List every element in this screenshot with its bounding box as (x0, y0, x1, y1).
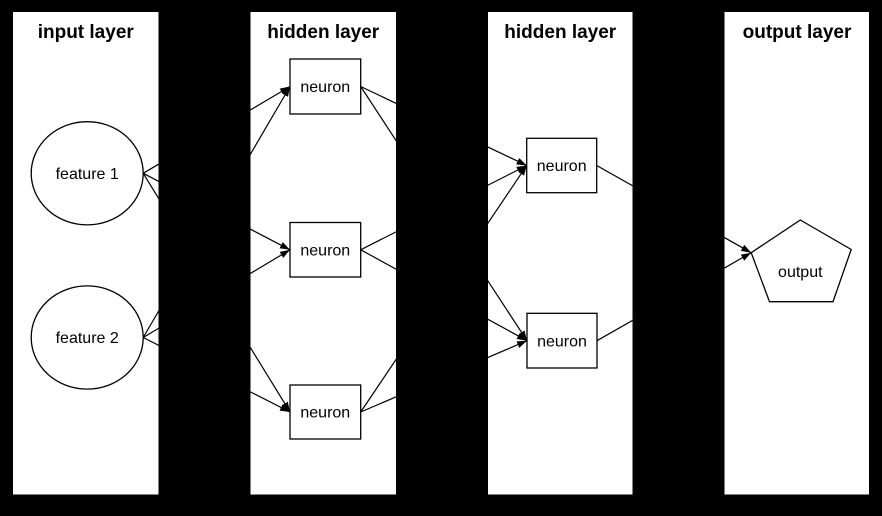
connection-feature1-h1n3 (142, 172, 291, 413)
hidden2-neuron-2-label: neuron (537, 333, 587, 350)
panel-input-layer (13, 12, 159, 495)
output-pentagon (750, 219, 852, 303)
input-layer-title: input layer (38, 22, 135, 43)
panel-hidden-layer-2 (488, 12, 633, 495)
output-node: output (750, 219, 852, 303)
connection-h1n3-h2n2 (360, 340, 528, 413)
output-layer-title: output layer (743, 22, 852, 43)
connection-feature2-h1n1 (142, 86, 291, 338)
connection-h1n2-h2n2 (360, 249, 528, 342)
hidden1-neuron-3-box (289, 384, 362, 440)
connection-h1n2-h2n1 (360, 164, 527, 251)
connection-feature2-h1n2 (142, 249, 291, 339)
feature-1-label: feature 1 (56, 166, 119, 183)
hidden1-neuron-3-label: neuron (300, 405, 350, 422)
hidden1-neuron-2-box (289, 221, 362, 278)
hidden1-neuron-2-label: neuron (300, 243, 350, 260)
hidden-layer-2-nodes: neuron neuron (526, 137, 598, 369)
hidden1-neuron-1-box (289, 58, 362, 115)
connections (142, 85, 752, 413)
hidden-layer-2-title: hidden layer (504, 22, 617, 43)
hidden2-neuron-2-box (526, 312, 598, 369)
input-nodes: feature 1 feature 2 (30, 121, 144, 390)
hidden-layer-1-title: hidden layer (267, 22, 380, 43)
connection-h1n1-h2n2 (360, 86, 528, 342)
hidden-layer-1-nodes: neuron neuron neuron (289, 58, 362, 440)
feature-2-circle (30, 285, 144, 390)
hidden2-neuron-1-label: neuron (537, 158, 587, 175)
layer-panels (13, 12, 869, 495)
connection-h2n1-output (596, 164, 752, 254)
hidden2-neuron-1-box (526, 137, 598, 194)
connection-h1n3-h2n1 (360, 165, 528, 413)
connection-h2n2-output (596, 252, 752, 342)
connection-h1n1-h2n1 (360, 85, 527, 167)
hidden1-neuron-1-label: neuron (300, 79, 350, 96)
panel-titles: input layer hidden layer hidden layer ou… (38, 22, 852, 43)
feature-2-label: feature 2 (56, 330, 119, 347)
output-label: output (778, 264, 823, 281)
feature-1-circle (30, 121, 144, 226)
connection-feature2-h1n3 (142, 336, 291, 413)
connection-feature1-h1n1 (142, 85, 291, 174)
